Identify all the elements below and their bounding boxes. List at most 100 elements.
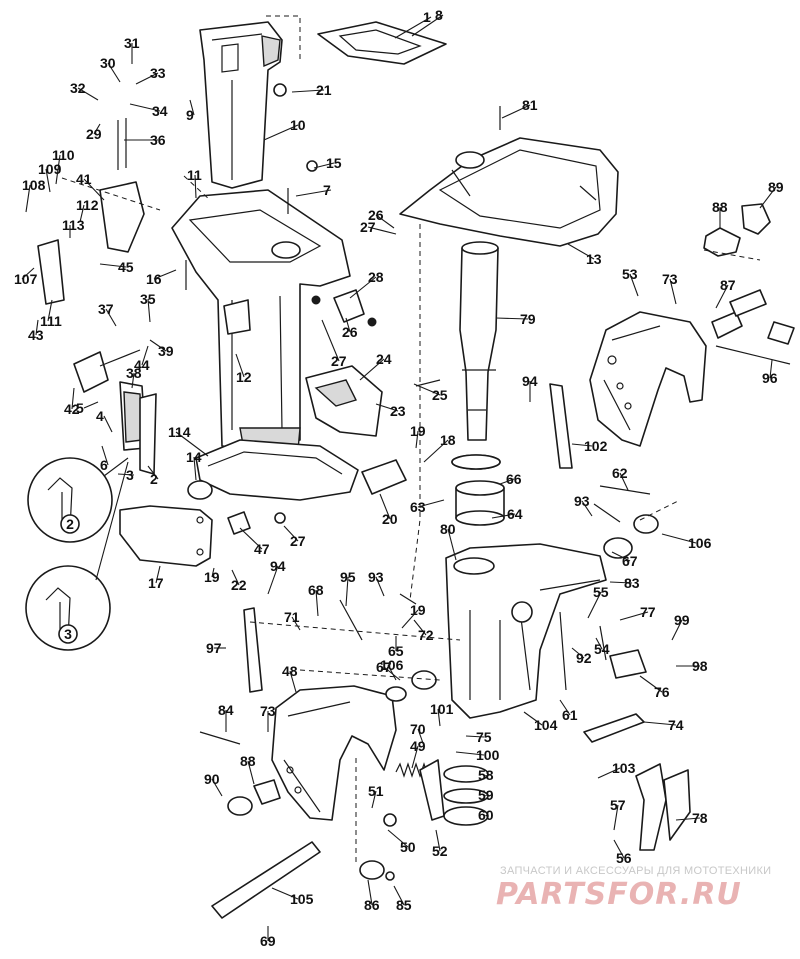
- callout-112: 112: [76, 197, 99, 213]
- leader-line: [669, 278, 677, 305]
- leader-line: [153, 269, 177, 280]
- callout-94: 94: [522, 373, 538, 389]
- leader-line: [375, 576, 385, 597]
- leader-line: [141, 345, 149, 366]
- callout-28: 28: [368, 269, 384, 285]
- callout-87: 87: [720, 277, 736, 293]
- callout-10: 10: [290, 117, 306, 133]
- leader-line: [447, 528, 457, 561]
- leader-line: [211, 778, 223, 797]
- leader-line: [675, 817, 701, 821]
- watermark-logo: PARTSFOR.RU: [496, 877, 742, 912]
- callout-107: 107: [14, 271, 38, 287]
- callout-2: 2: [150, 471, 158, 487]
- leader-line: [393, 885, 405, 906]
- leader-line: [289, 670, 297, 693]
- leader-line: [769, 359, 773, 379]
- small-fasteners: [117, 83, 659, 881]
- callout-74: 74: [668, 717, 684, 733]
- leader-line: [321, 319, 340, 362]
- leader-line: [571, 443, 593, 447]
- shift-lever-part: [119, 381, 157, 475]
- leader-line: [77, 87, 99, 101]
- clip-20-part: [361, 459, 407, 495]
- callout-44: 44: [134, 357, 150, 373]
- leader-line: [371, 790, 377, 809]
- leader-line: [79, 204, 85, 223]
- leader-line: [101, 445, 109, 466]
- callout-30: 30: [100, 55, 116, 71]
- callout-57: 57: [610, 797, 626, 813]
- callout-67: 67: [622, 553, 638, 569]
- leader-line: [499, 478, 515, 485]
- leader-line: [211, 567, 215, 578]
- gasket-8-part: [317, 21, 447, 65]
- callout-7: 7: [323, 182, 331, 198]
- leader-line: [375, 403, 399, 412]
- leader-line: [315, 589, 319, 617]
- spring-part: [395, 759, 445, 821]
- callout-70: 70: [410, 721, 426, 737]
- leader-line: [379, 493, 391, 520]
- callout-36: 36: [150, 132, 166, 148]
- callout-48: 48: [282, 663, 298, 679]
- leader-line: [313, 162, 335, 169]
- leader-line: [107, 62, 121, 83]
- leader-line: [567, 243, 595, 260]
- leader-line: [55, 154, 61, 185]
- leader-line: [147, 465, 159, 480]
- leader-line: [239, 527, 263, 550]
- callout-19: 19: [410, 602, 426, 618]
- callout-4: 4: [96, 408, 104, 424]
- callout-67: 67: [376, 659, 392, 675]
- callout-39: 39: [158, 343, 174, 359]
- swivel-bracket-lower-part: [445, 543, 607, 719]
- callout-65: 65: [388, 643, 404, 659]
- callout-12: 12: [236, 369, 252, 385]
- callout-19: 19: [410, 423, 426, 439]
- callout-108: 108: [22, 177, 46, 193]
- callout-89: 89: [768, 179, 784, 195]
- leader-line: [437, 708, 441, 727]
- thrust-bar-part: [211, 841, 321, 919]
- callout-109: 109: [38, 161, 62, 177]
- steering-shaft-part: [459, 241, 499, 441]
- callout-77: 77: [640, 604, 656, 620]
- callout-24: 24: [376, 351, 392, 367]
- parts-artwork: [25, 15, 795, 919]
- callout-71: 71: [284, 609, 300, 625]
- callout-23: 23: [390, 403, 406, 419]
- callout-18: 18: [440, 432, 456, 448]
- leader-line: [435, 829, 441, 852]
- leader-line: [639, 675, 663, 693]
- callout-37: 37: [98, 301, 114, 317]
- callout-78: 78: [692, 810, 708, 826]
- callout-111: 111: [40, 313, 62, 329]
- callout-16: 16: [146, 271, 162, 287]
- callout-93: 93: [368, 569, 384, 585]
- callout-88: 88: [712, 199, 728, 215]
- leader-line: [581, 500, 593, 517]
- callout-11: 11: [187, 167, 202, 183]
- inset-detail-2: [27, 457, 113, 543]
- callout-50: 50: [400, 839, 416, 855]
- callout-43: 43: [28, 327, 44, 343]
- leader-line: [411, 14, 444, 37]
- callout-69: 69: [260, 933, 276, 949]
- callout-21: 21: [316, 82, 332, 98]
- leader-line: [715, 284, 729, 309]
- leader-line: [367, 879, 373, 906]
- callout-26: 26: [368, 207, 384, 223]
- callout-60: 60: [478, 807, 494, 823]
- callout-41: 41: [76, 171, 92, 187]
- leader-line: [103, 415, 113, 433]
- leader-line: [613, 804, 619, 831]
- inset-label-3: 3: [64, 626, 72, 642]
- callout-80: 80: [440, 521, 456, 537]
- leader-line: [387, 829, 409, 848]
- leader-line: [21, 267, 35, 280]
- callout-104: 104: [534, 717, 558, 733]
- leader-line: [349, 276, 377, 299]
- stern-bracket-left-part: [271, 685, 397, 821]
- leader-lines: [21, 14, 777, 941]
